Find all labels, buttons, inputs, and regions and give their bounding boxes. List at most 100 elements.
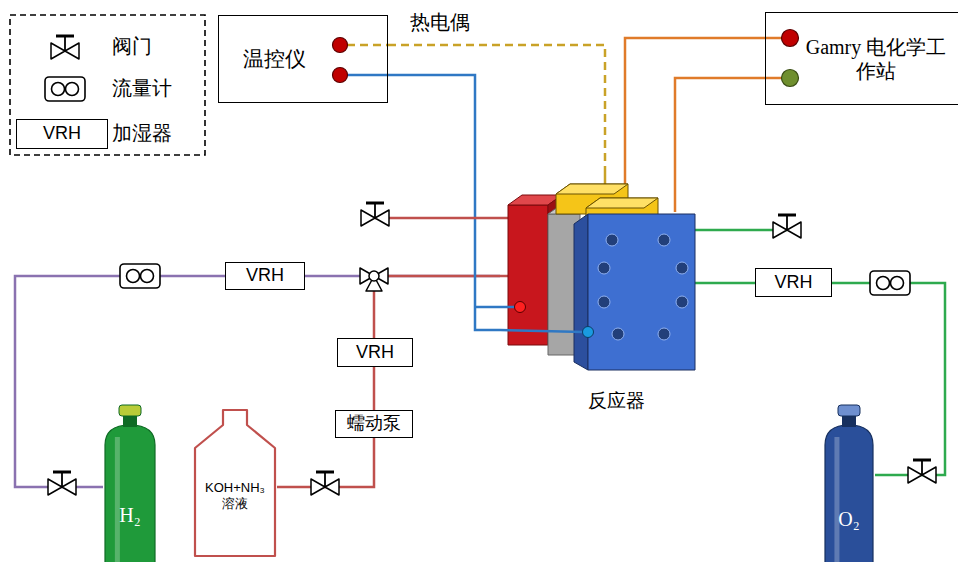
text-holder: VRH <box>226 263 304 289</box>
flowmeter-symbol <box>120 264 160 288</box>
text-holder: VRH <box>338 339 412 366</box>
vessel-label: KOH+NH₃ 溶液 <box>199 480 271 511</box>
bolt <box>598 296 610 308</box>
legend-frame <box>10 15 205 155</box>
heater-wire <box>500 330 584 332</box>
legend-sample-text: VRH <box>43 123 81 145</box>
cylinder-neck <box>123 415 137 427</box>
text-holder: 蠕动泵 <box>336 411 412 437</box>
terminal-dot <box>333 68 348 83</box>
reactor-label: 反应器 <box>580 390 652 413</box>
box-label: VRH <box>356 342 394 364</box>
valve-symbol <box>361 203 389 226</box>
bolt <box>606 234 618 246</box>
pipe-connector <box>625 38 765 168</box>
heater-wire <box>475 306 500 309</box>
text-holder: 温控仪 <box>219 16 387 102</box>
valve-legend-icon <box>16 32 108 62</box>
cathode-plate-side <box>574 214 588 370</box>
humidifier-box: VRH <box>225 262 305 290</box>
cylinder-highlight <box>115 437 120 562</box>
bolt <box>598 262 610 274</box>
cylinder-valve <box>119 405 141 416</box>
workstation-box: Gamry 电化学工作站 <box>765 12 958 105</box>
box-label: 蠕动泵 <box>347 413 401 435</box>
anode-outlet-line <box>375 217 508 220</box>
terminal-dot <box>333 38 348 53</box>
legend-text: 阀门 <box>112 34 152 58</box>
pipe-connector <box>388 45 605 168</box>
flow-legend-icon <box>16 74 108 104</box>
bolt <box>676 296 688 308</box>
cylinder-body <box>825 425 873 562</box>
valve-symbol <box>773 215 801 238</box>
valve-symbol <box>51 36 79 59</box>
box-label: Gamry 电化学工作站 <box>796 35 956 83</box>
box-label: 温控仪 <box>243 46 306 71</box>
legend-text: 流量计 <box>112 76 172 100</box>
valve-symbol <box>48 472 76 495</box>
electrode-wire <box>624 168 627 186</box>
heater-port <box>583 327 594 338</box>
controller-box: 温控仪 <box>218 15 388 103</box>
pipe-connector <box>373 367 376 410</box>
reactor: 反应器 <box>500 168 695 420</box>
pipe-connector <box>388 75 500 330</box>
solution-bottle: KOH+NH₃ 溶液 <box>193 408 277 558</box>
vrh-legend-sample: VRH <box>16 119 108 149</box>
legend-entry: 流量计 <box>16 74 206 104</box>
valve-symbol <box>311 472 339 495</box>
three-way-valve <box>360 268 388 291</box>
vessel-label: O₂ <box>823 507 875 531</box>
electrode-wire <box>765 77 782 80</box>
flowmeter-symbol <box>870 271 910 295</box>
hydrogen-cylinder: H₂ <box>103 403 157 562</box>
hydrogen-cylinder-outline <box>103 403 157 562</box>
pipe-connector <box>695 282 755 285</box>
wire-label: 热电偶 <box>410 10 470 34</box>
thermocouple-wire <box>347 44 388 47</box>
terminal-dot <box>782 30 799 47</box>
flow-symbol <box>45 77 85 101</box>
valve-symbol <box>908 460 936 483</box>
cylinder-neck <box>842 415 856 427</box>
cathode-plate <box>588 214 695 370</box>
text-holder: Gamry 电化学工作站 <box>766 13 958 104</box>
bolt <box>676 262 688 274</box>
pump-box: 蠕动泵 <box>335 410 413 438</box>
legend-text: 加湿器 <box>112 121 172 145</box>
heater-wire <box>347 74 388 77</box>
pipe-connector <box>374 276 500 338</box>
vessel-label: H₂ <box>103 503 157 527</box>
bottle-outline <box>195 410 275 556</box>
reactor-drawing <box>500 168 695 370</box>
electrode-wire <box>765 37 782 40</box>
current-collector-top <box>556 184 628 194</box>
cylinder-body <box>105 425 155 562</box>
flow-legend-sample <box>16 74 108 104</box>
electrode-wire <box>674 168 677 212</box>
oxygen-cylinder-outline <box>823 403 875 562</box>
oxygen-cylinder: O₂ <box>823 403 875 562</box>
cylinder-valve <box>838 405 860 416</box>
bolt <box>658 234 670 246</box>
heater-port <box>515 302 526 313</box>
pipe-connector <box>675 78 765 168</box>
anode-plate <box>508 205 548 345</box>
legend-entry: VRH 加湿器 <box>16 119 206 149</box>
terminal-dot <box>782 70 799 87</box>
box-label: VRH <box>774 272 812 294</box>
valve-legend-sample <box>16 32 108 62</box>
cylinder-highlight <box>834 437 839 562</box>
thermocouple-wire <box>604 168 607 186</box>
bolt <box>612 328 624 340</box>
current-collector-top <box>586 198 658 208</box>
bolt <box>658 328 670 340</box>
legend-entry: 阀门 <box>16 32 206 62</box>
text-holder: VRH <box>756 269 831 296</box>
box-label: VRH <box>246 265 284 287</box>
humidifier-box: VRH <box>337 338 413 367</box>
humidifier-box: VRH <box>755 268 832 297</box>
reactor-outline <box>500 168 695 420</box>
